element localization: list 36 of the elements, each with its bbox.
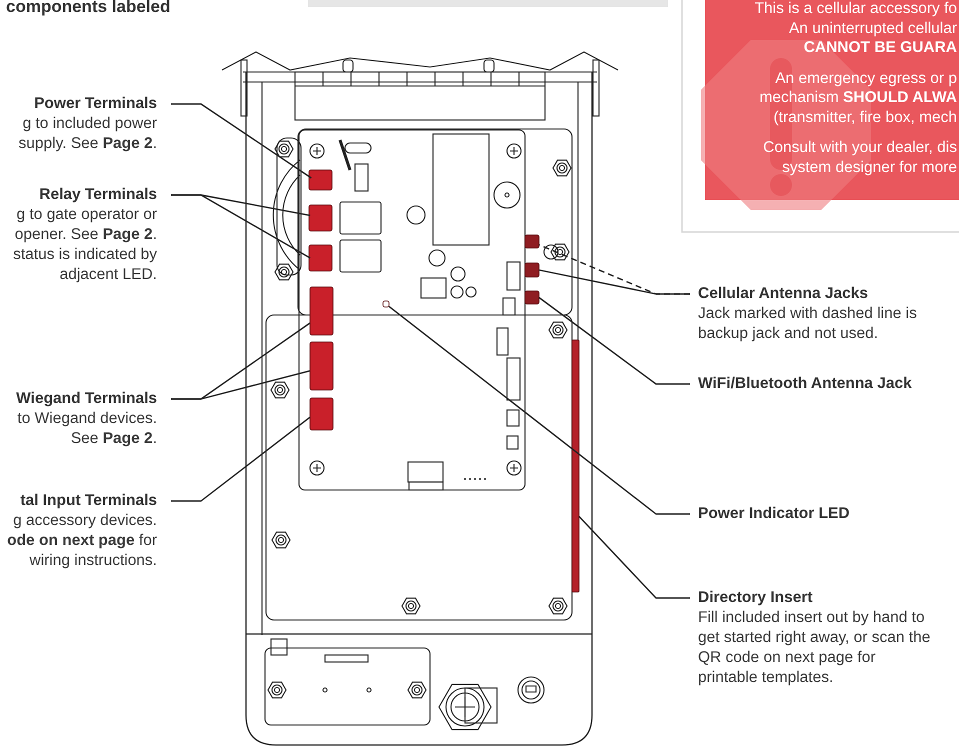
callout-heading: tal Input Terminals [19, 491, 157, 511]
callout-heading: Directory Insert [698, 588, 814, 608]
callout-heading: Wiegand Terminals [15, 389, 157, 409]
antenna-jack [524, 262, 540, 278]
leader-line [171, 416, 310, 502]
callout-text: g to gate operator or opener. See Page 2. status is indicated by adjacent LED. [12, 205, 157, 285]
terminal-block [310, 342, 334, 390]
callout-heading: WiFi/Bluetooth Antenna Jack [698, 374, 913, 394]
insert-strip [572, 340, 580, 592]
leader-line [538, 269, 690, 295]
antenna-jack [524, 290, 540, 304]
callout-text: Fill included insert out by hand to get started right away, or scan the QR code on next page for printable templates. [698, 608, 932, 688]
terminal-block [310, 398, 334, 430]
warning-text: This is a cellular accessory fo An uninterrupted cellular CANNOT BE GUARA [754, 0, 957, 58]
leader-line [171, 370, 310, 400]
callout-heading: Power Terminals [33, 94, 157, 114]
warning-text: An emergency egress or p mechanism SHOULD ALWA (transmitter, fire box, mech [758, 68, 957, 127]
leader-line [388, 306, 690, 515]
antenna-jack [524, 234, 540, 248]
leader-line [578, 516, 690, 599]
diagram-title: components labeled [6, 0, 170, 17]
callout-heading: Relay Terminals [38, 185, 157, 205]
led-indicator [382, 300, 390, 308]
leader-line [171, 194, 310, 259]
callout-text: Jack marked with dashed line is backup jack and not used. [698, 304, 918, 344]
leader-line [171, 103, 312, 179]
callout-heading: Power Indicator LED [698, 504, 851, 524]
terminal-block [308, 170, 332, 190]
callout-heading: Cellular Antenna Jacks [698, 284, 869, 304]
callout-text: to Wiegand devices. See Page 2. [16, 409, 157, 449]
warning-text: Consult with your dealer, dis system designer for more [762, 138, 957, 177]
terminal-block [310, 286, 334, 336]
terminal-block [308, 244, 332, 272]
terminal-block [308, 204, 332, 232]
callout-text: g accessory devices. ode on next page for wiring instructions. [6, 511, 157, 571]
callout-text: g to included power supply. See Page 2. [18, 114, 157, 154]
